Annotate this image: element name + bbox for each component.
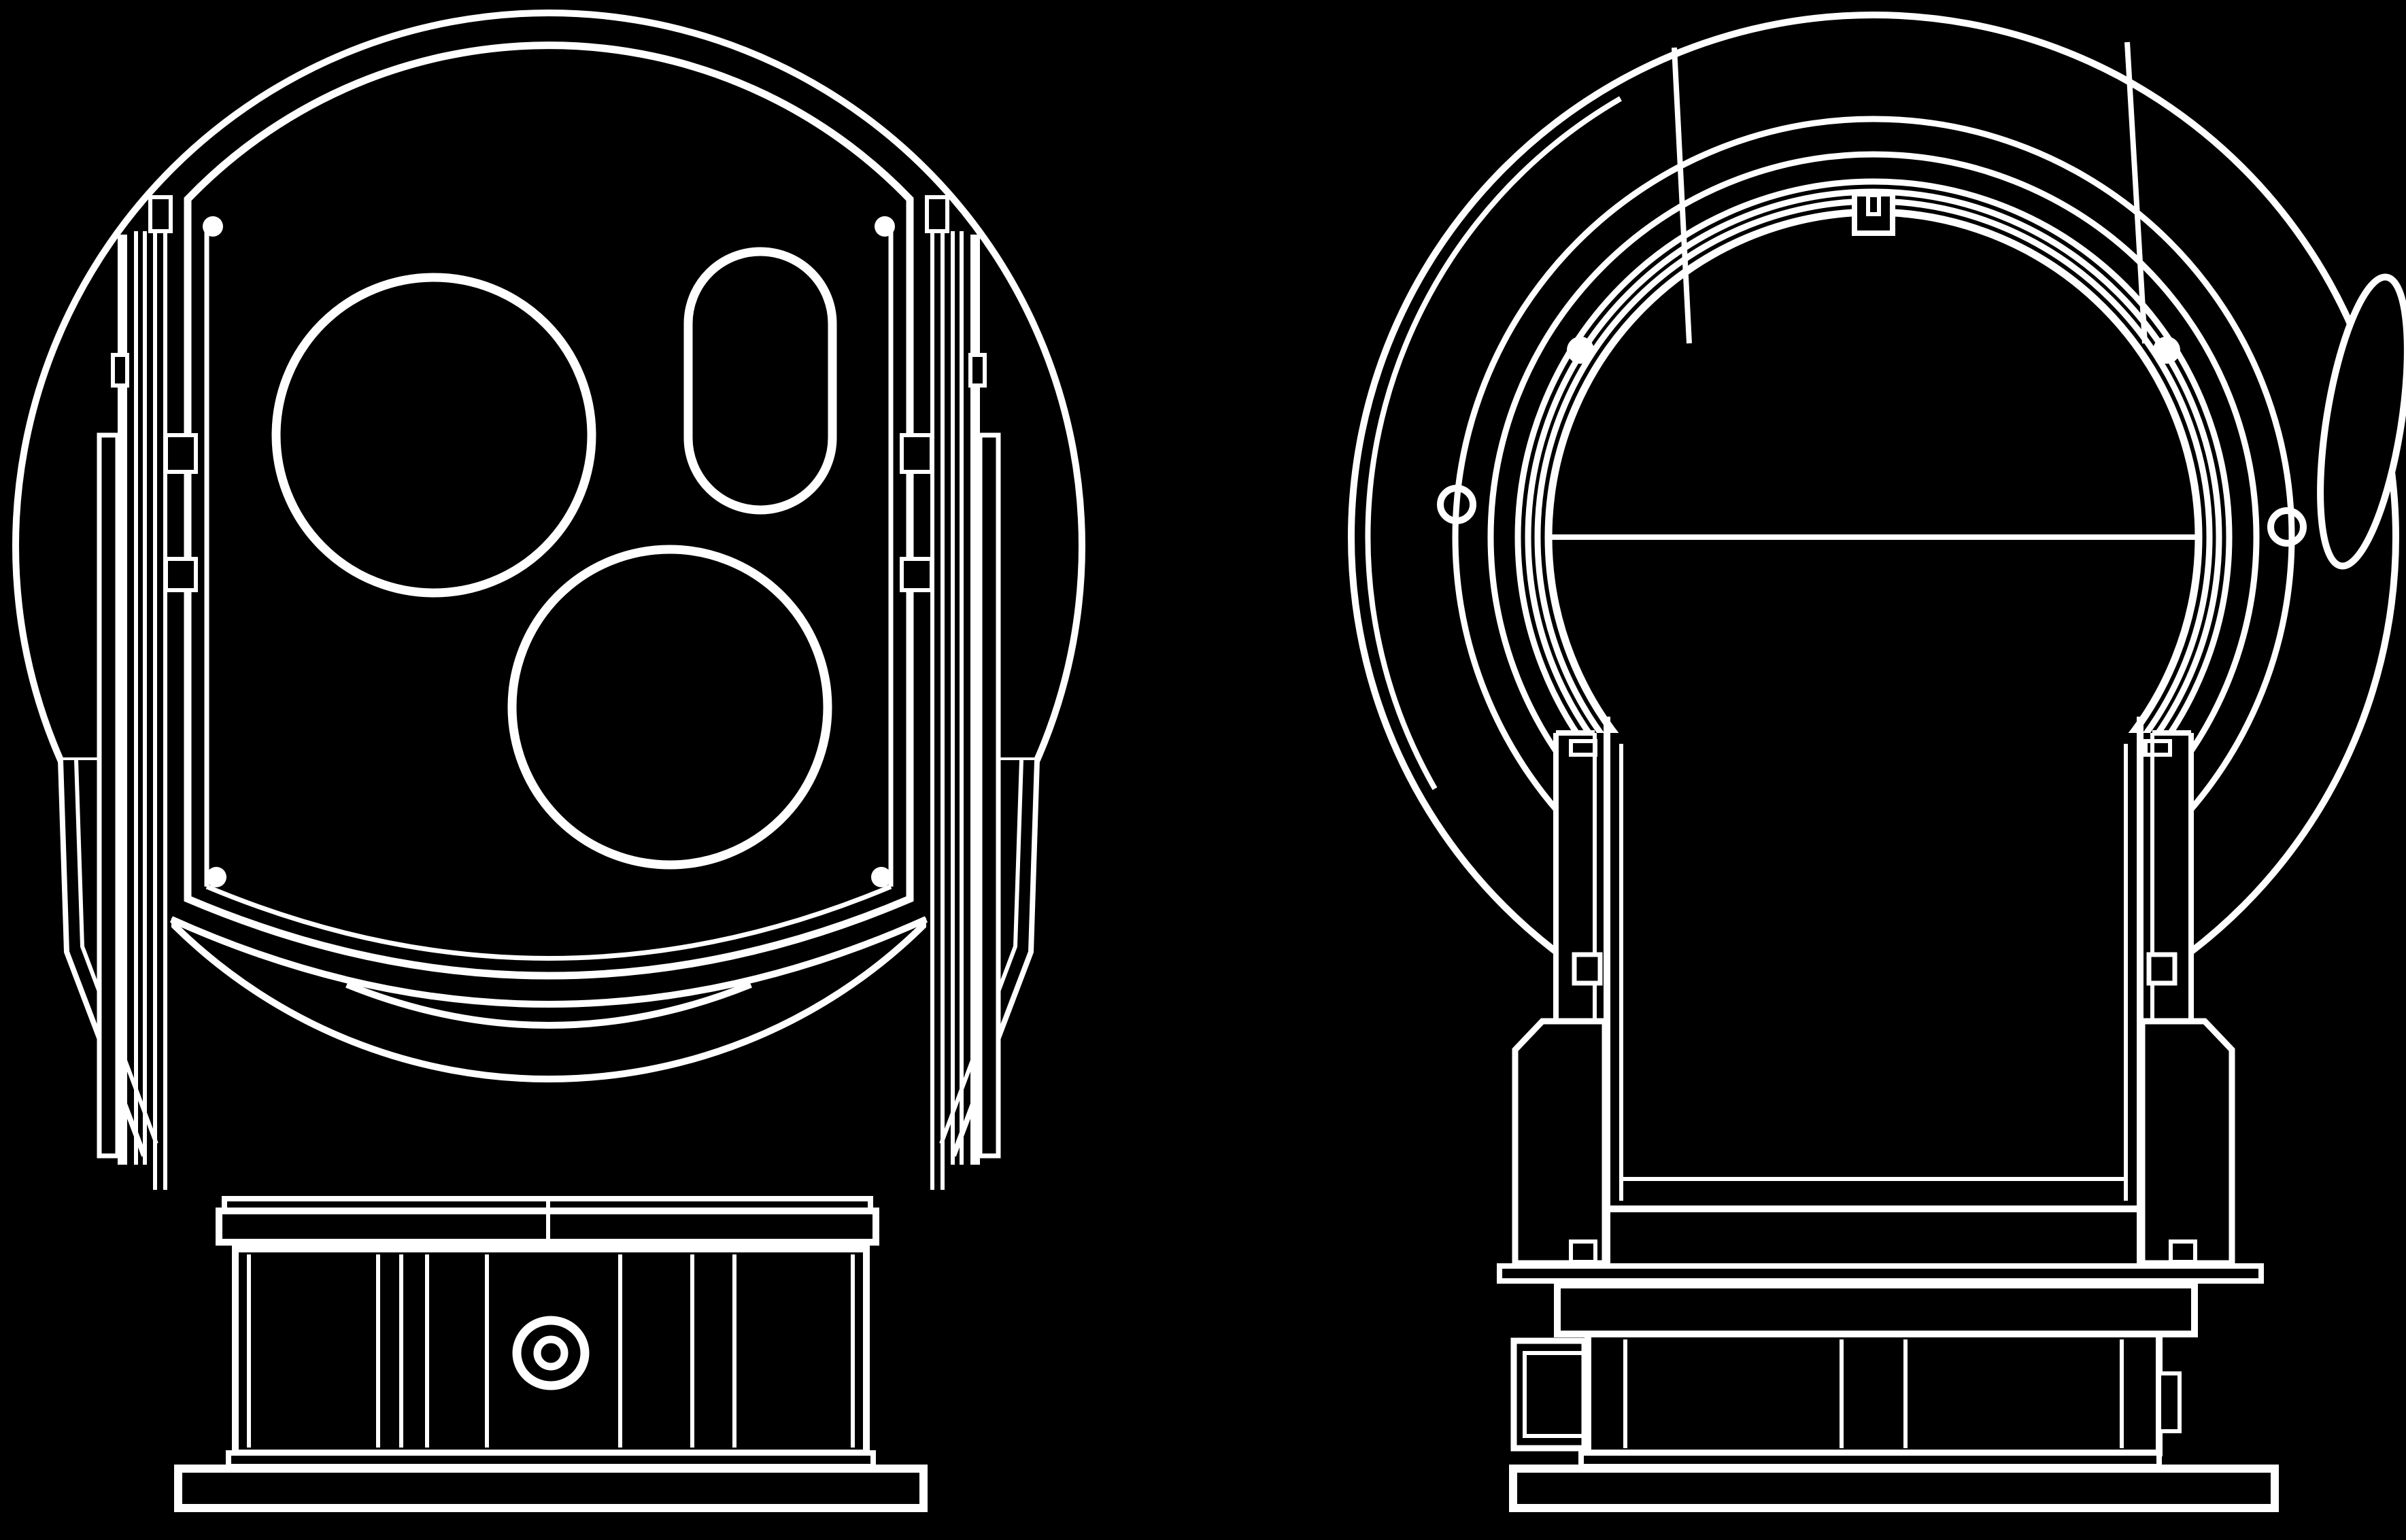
chin-arc-outer [169, 916, 928, 1008]
bracket-right-notch [2144, 739, 2172, 757]
thermal-lens [271, 273, 596, 598]
bracket-right-foot [2169, 1239, 2197, 1264]
cowl-left-inner-edge [74, 759, 158, 1145]
pedestal-side-tab [2157, 1371, 2182, 1433]
ring-screw-left [1567, 337, 1594, 364]
pedestal [1585, 1331, 2163, 1456]
base-thin-plate [1497, 1263, 2264, 1284]
face-screw-top-left [203, 216, 223, 237]
arm-left-outer-plate [97, 432, 120, 1159]
face-border-bottom [205, 884, 892, 961]
ring-top-tab-inner [1866, 193, 1881, 216]
shell-screw-left [1437, 485, 1476, 524]
bracket-right-tab [2146, 952, 2178, 986]
arm-right-tab-upper [900, 433, 934, 474]
arm-left-cap [148, 195, 173, 233]
dome-seam-right [2124, 41, 2148, 344]
arm-left-tab-upper [164, 433, 198, 474]
ring-screw-right [2153, 337, 2180, 364]
arm-right-cap [925, 195, 949, 233]
side-panel-right [2139, 1018, 2235, 1267]
day-camera-lens [507, 545, 832, 870]
arm-left-tab-lower [164, 557, 198, 592]
bracket-left-notch [1569, 739, 1597, 757]
dome-seam-left [1672, 47, 1692, 344]
shell-inner-seam [1365, 96, 1623, 790]
face-screw-bottom-left [206, 867, 226, 887]
base-plate [174, 1465, 928, 1512]
base-plate [1509, 1465, 2279, 1512]
yaw-base-bar [1554, 1282, 2198, 1337]
bracket-left-tab [1572, 952, 1603, 986]
connector-box-inner [1523, 1351, 1587, 1438]
chin-arc-lower [345, 981, 752, 1029]
face-screw-top-right [875, 216, 895, 237]
gimbal-front-view [12, 10, 1085, 1512]
back-plate-fill [1605, 733, 2142, 1209]
cowl-right-inner-edge [939, 759, 1023, 1145]
arm-left-notch [111, 353, 129, 388]
arm-right-notch [968, 353, 987, 388]
shell-screw-right [2267, 507, 2307, 547]
side-port [2317, 273, 2406, 570]
connector-pin [533, 1335, 569, 1371]
sensor-face-panel [184, 41, 914, 980]
bracket-left-foot [1569, 1239, 1597, 1264]
pedestal [232, 1246, 870, 1456]
arm-right-outer-plate [977, 432, 1001, 1159]
gimbal-rear-view [1348, 12, 2406, 1512]
side-panel-left [1512, 1018, 1608, 1267]
connector-ring [512, 1316, 590, 1390]
spotter-window [683, 247, 837, 515]
face-screw-bottom-right [871, 867, 892, 887]
arm-right-tab-lower [900, 557, 934, 592]
